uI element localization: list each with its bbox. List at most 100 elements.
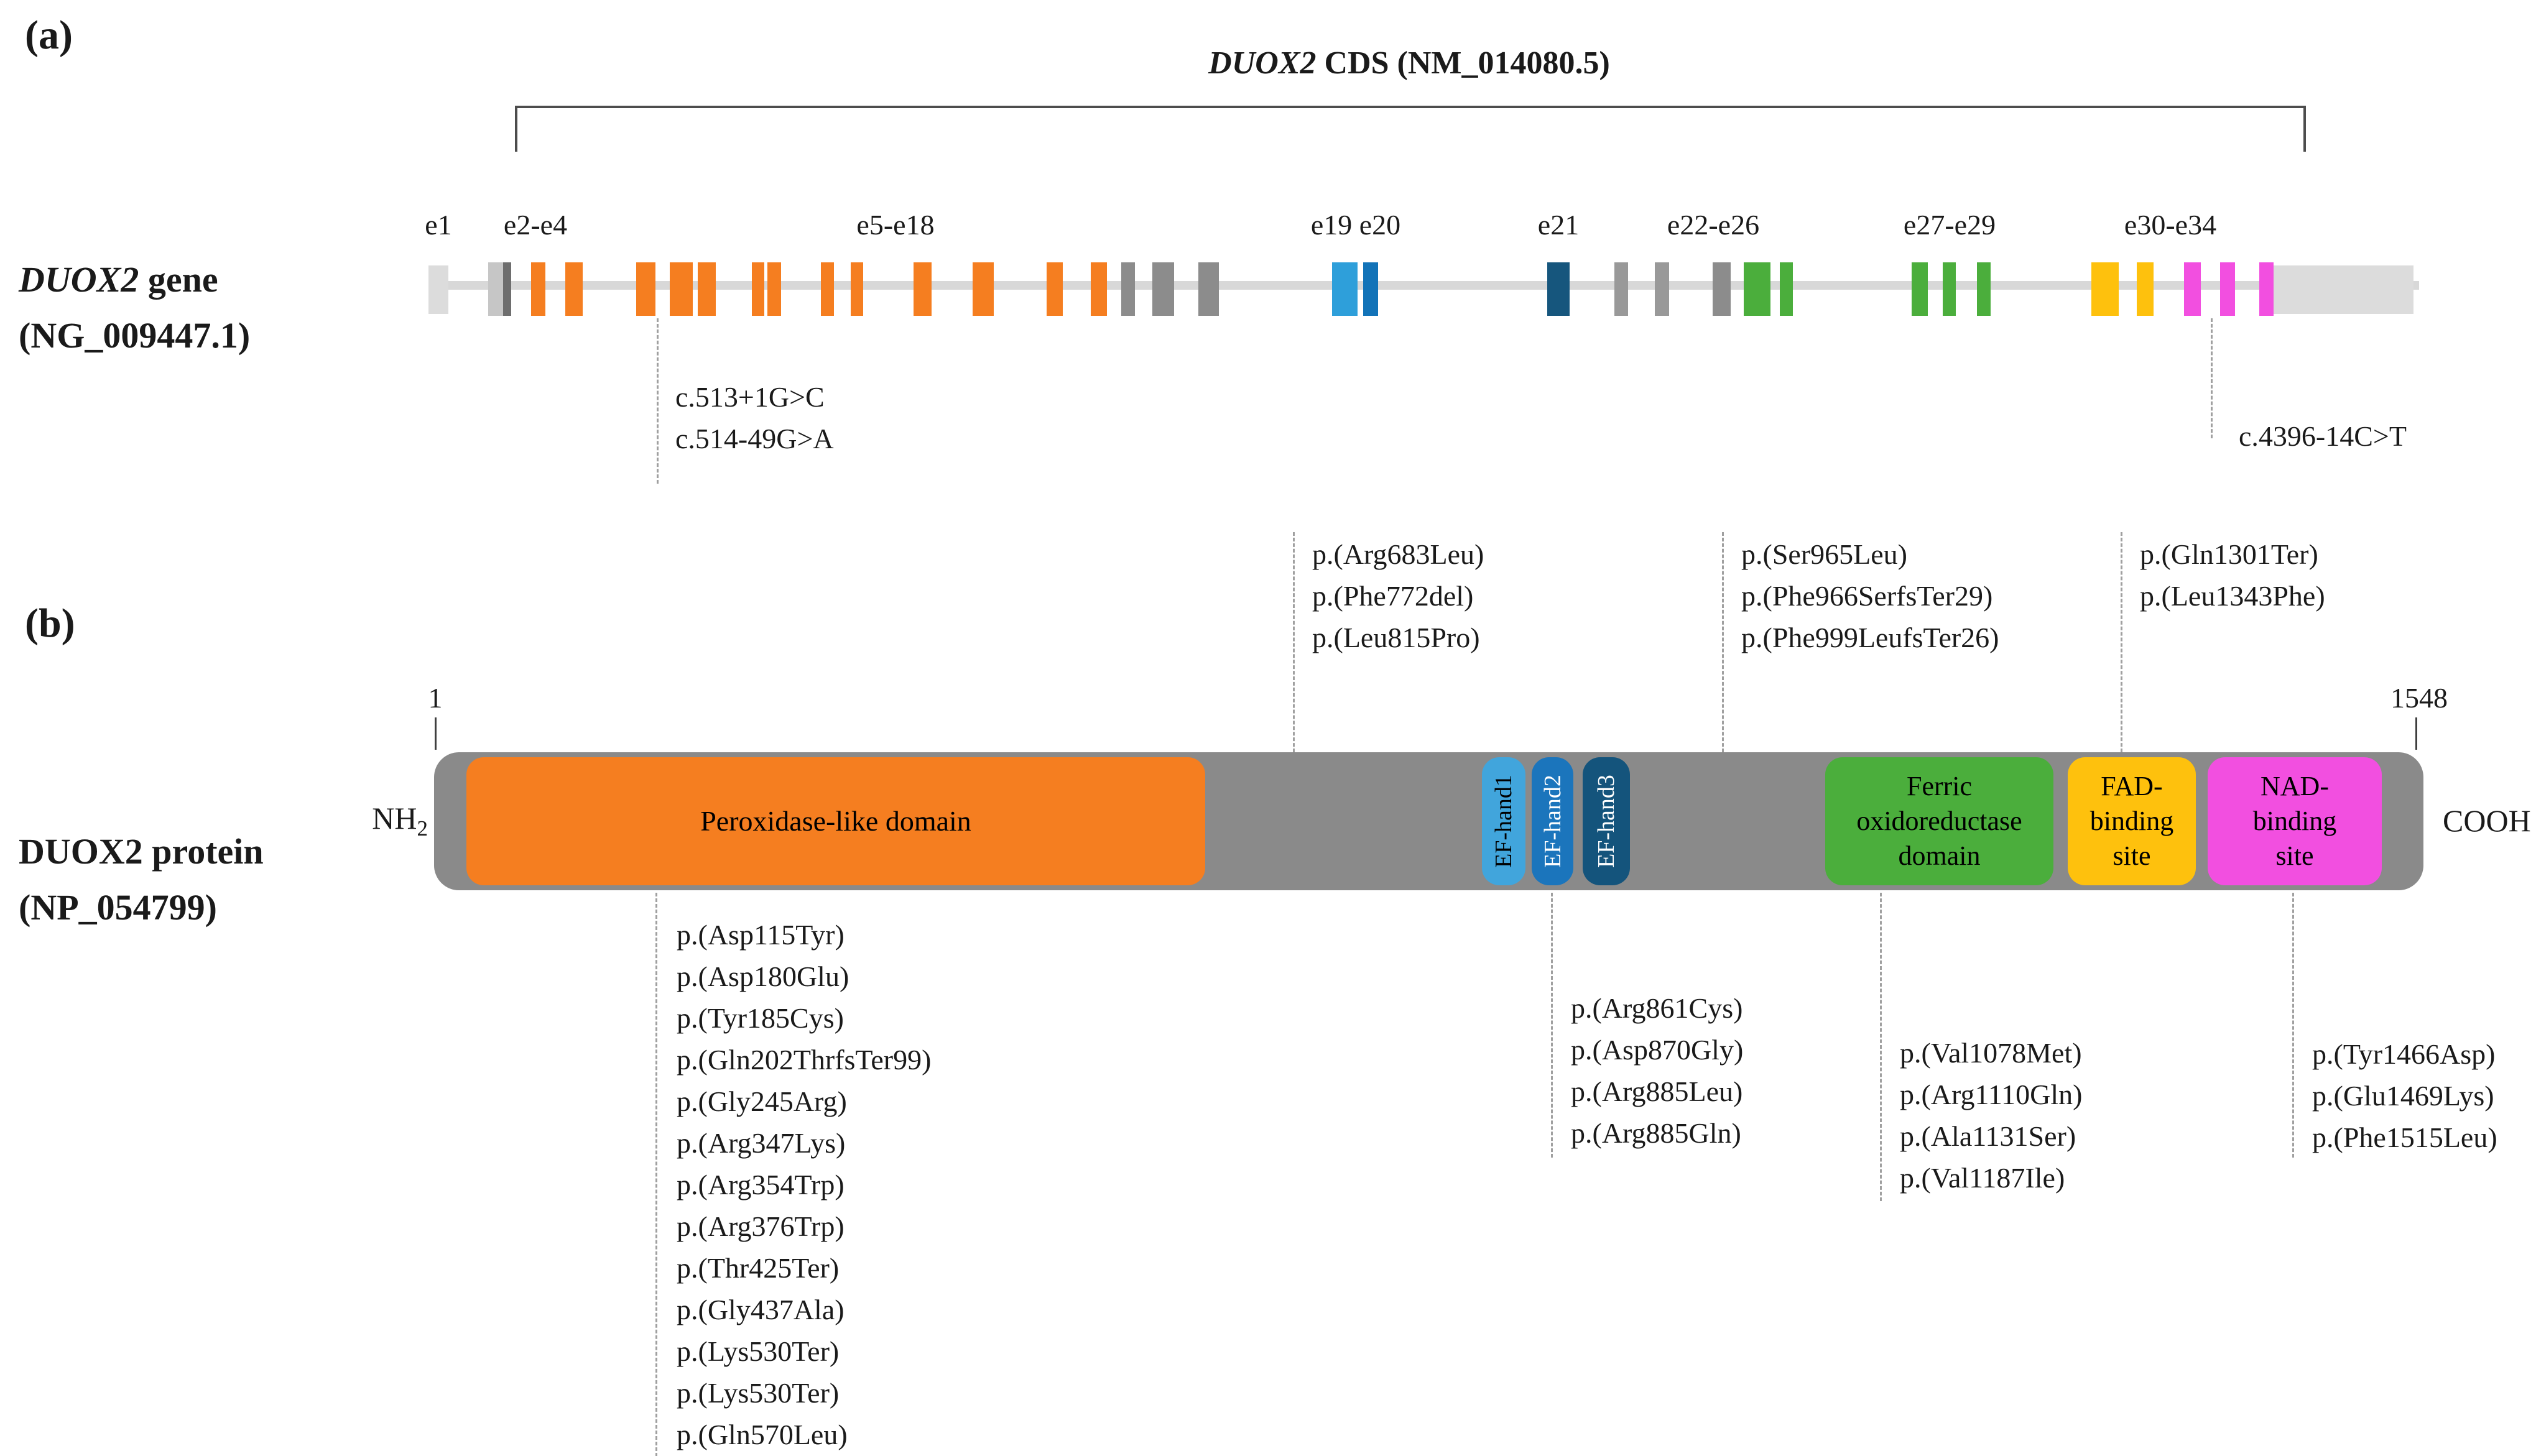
exon-group-label: e2-e4 bbox=[503, 209, 568, 241]
gene-exon-bar bbox=[1977, 262, 1991, 316]
protein-mutation-label: p.(Phe966SerfsTer29) bbox=[1741, 580, 1993, 612]
protein-mutation-label: p.(Asp180Glu) bbox=[677, 961, 849, 992]
exon-group-label: e19 e20 bbox=[1310, 209, 1401, 241]
protein-start-tick bbox=[435, 717, 437, 750]
gene-exon-bar bbox=[851, 262, 863, 316]
gene-exon-bar bbox=[1332, 262, 1358, 316]
gene-exon-bar bbox=[1152, 262, 1174, 316]
cooh-terminus: COOH bbox=[2443, 803, 2531, 838]
ferric-oxidoreductase-domain-label-line: oxidoreductase bbox=[1856, 806, 2022, 836]
gene-exon-bar bbox=[1614, 262, 1628, 316]
exon-group-label: e22-e26 bbox=[1667, 209, 1760, 241]
gene-exon-bar bbox=[565, 262, 583, 316]
fad-binding-site-label-line: binding bbox=[2089, 806, 2174, 836]
protein-mutation-label: p.(Arg885Leu) bbox=[1571, 1076, 1743, 1107]
protein-mutation-label: p.(Phe772del) bbox=[1312, 580, 1474, 612]
ferric-oxidoreductase-domain-label-line: Ferric bbox=[1906, 771, 1973, 801]
protein-mutation-label: p.(Phe999LeufsTer26) bbox=[1741, 622, 1999, 653]
gene-exon-bar bbox=[1198, 262, 1219, 316]
peroxidase-like-domain-label: Peroxidase-like domain bbox=[700, 804, 971, 839]
exon-group-label: e5-e18 bbox=[856, 209, 935, 241]
protein-mutation-label: p.(Arg1110Gln) bbox=[1900, 1079, 2083, 1110]
gene-exon-bar bbox=[503, 262, 511, 316]
protein-mutation-label: p.(Arg683Leu) bbox=[1312, 538, 1484, 570]
gene-exon-bar bbox=[670, 262, 693, 316]
gene-word: gene bbox=[139, 259, 218, 300]
protein-mutation-label: p.(Arg376Trp) bbox=[677, 1210, 845, 1242]
gene-exon-bar bbox=[1744, 262, 1770, 316]
gene-exon-bar bbox=[2137, 262, 2154, 316]
gene-exon-bar bbox=[1713, 262, 1731, 316]
protein-end-tick bbox=[2415, 717, 2417, 750]
protein-mutation-label: p.(Ser965Leu) bbox=[1741, 538, 1907, 570]
protein-mutation-leader-line bbox=[1722, 532, 1724, 752]
gene-intron-line bbox=[434, 281, 2419, 290]
gene-exon-bar bbox=[2091, 262, 2119, 316]
gene-exon-bar bbox=[2220, 262, 2235, 316]
protein-mutation-label: p.(Gln202ThrfsTer99) bbox=[677, 1044, 932, 1076]
gene-exon-bar bbox=[636, 262, 655, 316]
exon-group-label: e1 bbox=[425, 209, 452, 241]
gene-utr-box bbox=[2274, 265, 2413, 314]
protein-mutation-label: p.(Lys530Ter) bbox=[677, 1377, 840, 1409]
protein-mutation-label-group: p.(Gln1301Ter)p.(Leu1343Phe) bbox=[2140, 533, 2325, 617]
ef-hand-3: EF-hand3 bbox=[1583, 757, 1630, 885]
gene-exon-bar bbox=[1363, 262, 1378, 316]
gene-exon-bar bbox=[1912, 262, 1928, 316]
protein-mutation-label: p.(Gln570Leu) bbox=[677, 1419, 848, 1450]
protein-mutation-label: p.(Asp870Gly) bbox=[1571, 1034, 1744, 1066]
protein-mutation-label: p.(Arg885Gln) bbox=[1571, 1117, 1741, 1149]
nad-binding-site-label-line: site bbox=[2275, 841, 2314, 871]
protein-mutation-label: p.(Gly437Ala) bbox=[677, 1294, 845, 1325]
gene-exon-bar bbox=[2259, 262, 2274, 316]
protein-start-residue: 1 bbox=[428, 682, 443, 714]
protein-accession: (NP_054799) bbox=[19, 887, 217, 928]
ef-hand-1: EF-hand1 bbox=[1482, 757, 1525, 885]
gene-symbol-italic: DUOX2 bbox=[19, 259, 139, 300]
gene-exon-bar bbox=[488, 262, 503, 316]
protein-mutation-label: p.(Leu1343Phe) bbox=[2140, 580, 2325, 612]
protein-mutation-label: p.(Val1078Met) bbox=[1900, 1037, 2082, 1069]
ef-hand-2-label: EF-hand2 bbox=[1539, 775, 1566, 868]
protein-mutation-leader-line bbox=[1551, 893, 1553, 1158]
cds-bracket bbox=[515, 106, 2306, 152]
protein-mutation-label: p.(Asp115Tyr) bbox=[677, 919, 845, 951]
gene-exon-bar bbox=[531, 262, 545, 316]
protein-mutation-label-group: p.(Arg683Leu)p.(Phe772del)p.(Leu815Pro) bbox=[1312, 533, 1484, 658]
gene-exon-bar bbox=[1943, 262, 1956, 316]
protein-mutation-leader-line bbox=[655, 893, 657, 1456]
gene-exon-bar bbox=[821, 262, 834, 316]
nad-binding-site-label-line: NAD- bbox=[2261, 771, 2329, 801]
protein-mutation-leader-line bbox=[2121, 532, 2122, 752]
gene-exon-bar bbox=[914, 262, 932, 316]
fad-binding-site-label-line: site bbox=[2113, 841, 2151, 871]
cds-title: DUOX2 CDS (NM_014080.5) bbox=[1208, 45, 1610, 81]
protein-mutation-label: p.(Tyr1466Asp) bbox=[2312, 1038, 2496, 1070]
protein-mutation-label-group: p.(Ser965Leu) p.(Phe966SerfsTer29) p.(Phe9… bbox=[1741, 533, 1999, 658]
gene-name-label: DUOX2 gene (NG_009447.1) bbox=[19, 252, 250, 364]
protein-mutation-label-group: p.(Tyr1466Asp)p.(Glu1469Lys)p.(Phe1515Le… bbox=[2312, 1033, 2497, 1158]
gene-exon-bar bbox=[1780, 262, 1793, 316]
panel-a-tag: (a) bbox=[25, 12, 73, 58]
protein-mutation-leader-line bbox=[2292, 893, 2294, 1158]
protein-mutation-label-group: p.(Arg861Cys)p.(Asp870Gly)p.(Arg885Leu)p… bbox=[1571, 987, 1743, 1154]
gene-exon-bar bbox=[767, 262, 781, 316]
protein-end-residue: 1548 bbox=[2390, 682, 2448, 714]
protein-mutation-label: p.(Thr425Ter) bbox=[677, 1252, 840, 1284]
gene-name-line1: DUOX2 gene bbox=[19, 252, 250, 308]
splice-mutation-label: c.513+1G>C bbox=[675, 381, 825, 413]
protein-mutation-label: p.(Val1187Ile) bbox=[1900, 1162, 2065, 1194]
peroxidase-like-domain: Peroxidase-like domain bbox=[466, 757, 1205, 885]
protein-mutation-label: p.(Tyr185Cys) bbox=[677, 1002, 844, 1034]
exon-group-label: e21 bbox=[1537, 209, 1580, 241]
gene-exon-bar bbox=[2184, 262, 2201, 316]
protein-name-label: DUOX2 protein (NP_054799) bbox=[19, 824, 264, 936]
gene-exon-bar bbox=[1121, 262, 1135, 316]
